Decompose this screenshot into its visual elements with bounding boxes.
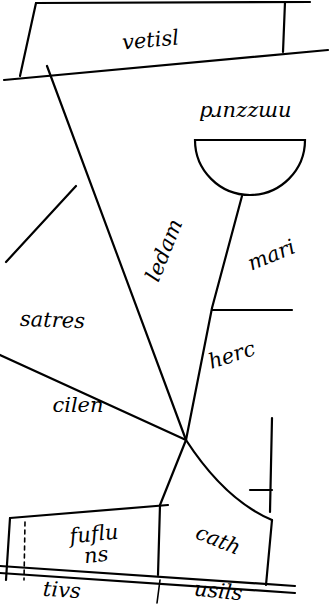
- region-name: nmzzurd: [199, 102, 292, 123]
- region-name: mari: [245, 236, 298, 274]
- region-name: tivs: [42, 578, 81, 602]
- region-name: vetisl: [121, 27, 180, 53]
- region-name: fuflu ns: [62, 521, 128, 569]
- region-name: ledam: [143, 216, 187, 284]
- region-name: cath: [193, 522, 244, 559]
- region-name: usils: [193, 579, 243, 605]
- region-name: cilen: [52, 395, 103, 416]
- region-name: herc: [206, 338, 258, 373]
- region-name: satres: [19, 308, 85, 331]
